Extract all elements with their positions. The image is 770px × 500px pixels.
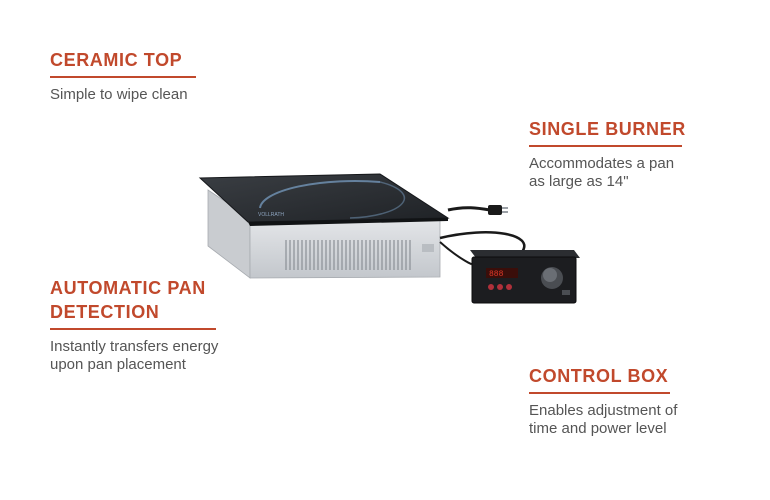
callout-automatic-pan-detection: AUTOMATIC PAN DETECTION Instantly transf…: [50, 276, 218, 374]
svg-text:888: 888: [489, 270, 504, 279]
induction-cooktop-image: VOLLRATH 888: [198, 173, 580, 304]
title-underline: [50, 328, 216, 330]
power-plug-icon: [488, 205, 508, 215]
callout-ceramic-top: CERAMIC TOP Simple to wipe clean: [50, 48, 196, 104]
callout-single-burner: SINGLE BURNER Accommodates a pan as larg…: [529, 117, 686, 191]
svg-text:VOLLRATH: VOLLRATH: [258, 212, 284, 218]
callout-description: Enables adjustment of time and power lev…: [529, 402, 678, 437]
title-underline: [529, 392, 670, 394]
title-underline: [529, 145, 682, 147]
callout-title: CONTROL BOX: [529, 366, 669, 386]
control-box-image: 888: [470, 250, 580, 304]
vent-grille: [285, 240, 411, 270]
callout-control-box: CONTROL BOX Enables adjustment of time a…: [529, 364, 677, 438]
callout-title: SINGLE BURNER: [529, 119, 686, 139]
title-underline: [50, 76, 196, 78]
callout-description: Instantly transfers energy upon pan plac…: [50, 338, 219, 373]
callout-title: AUTOMATIC PAN DETECTION: [50, 278, 206, 322]
callout-description: Simple to wipe clean: [50, 86, 188, 103]
callout-title: CERAMIC TOP: [50, 50, 183, 70]
callout-description: Accommodates a pan as large as 14": [529, 155, 675, 190]
